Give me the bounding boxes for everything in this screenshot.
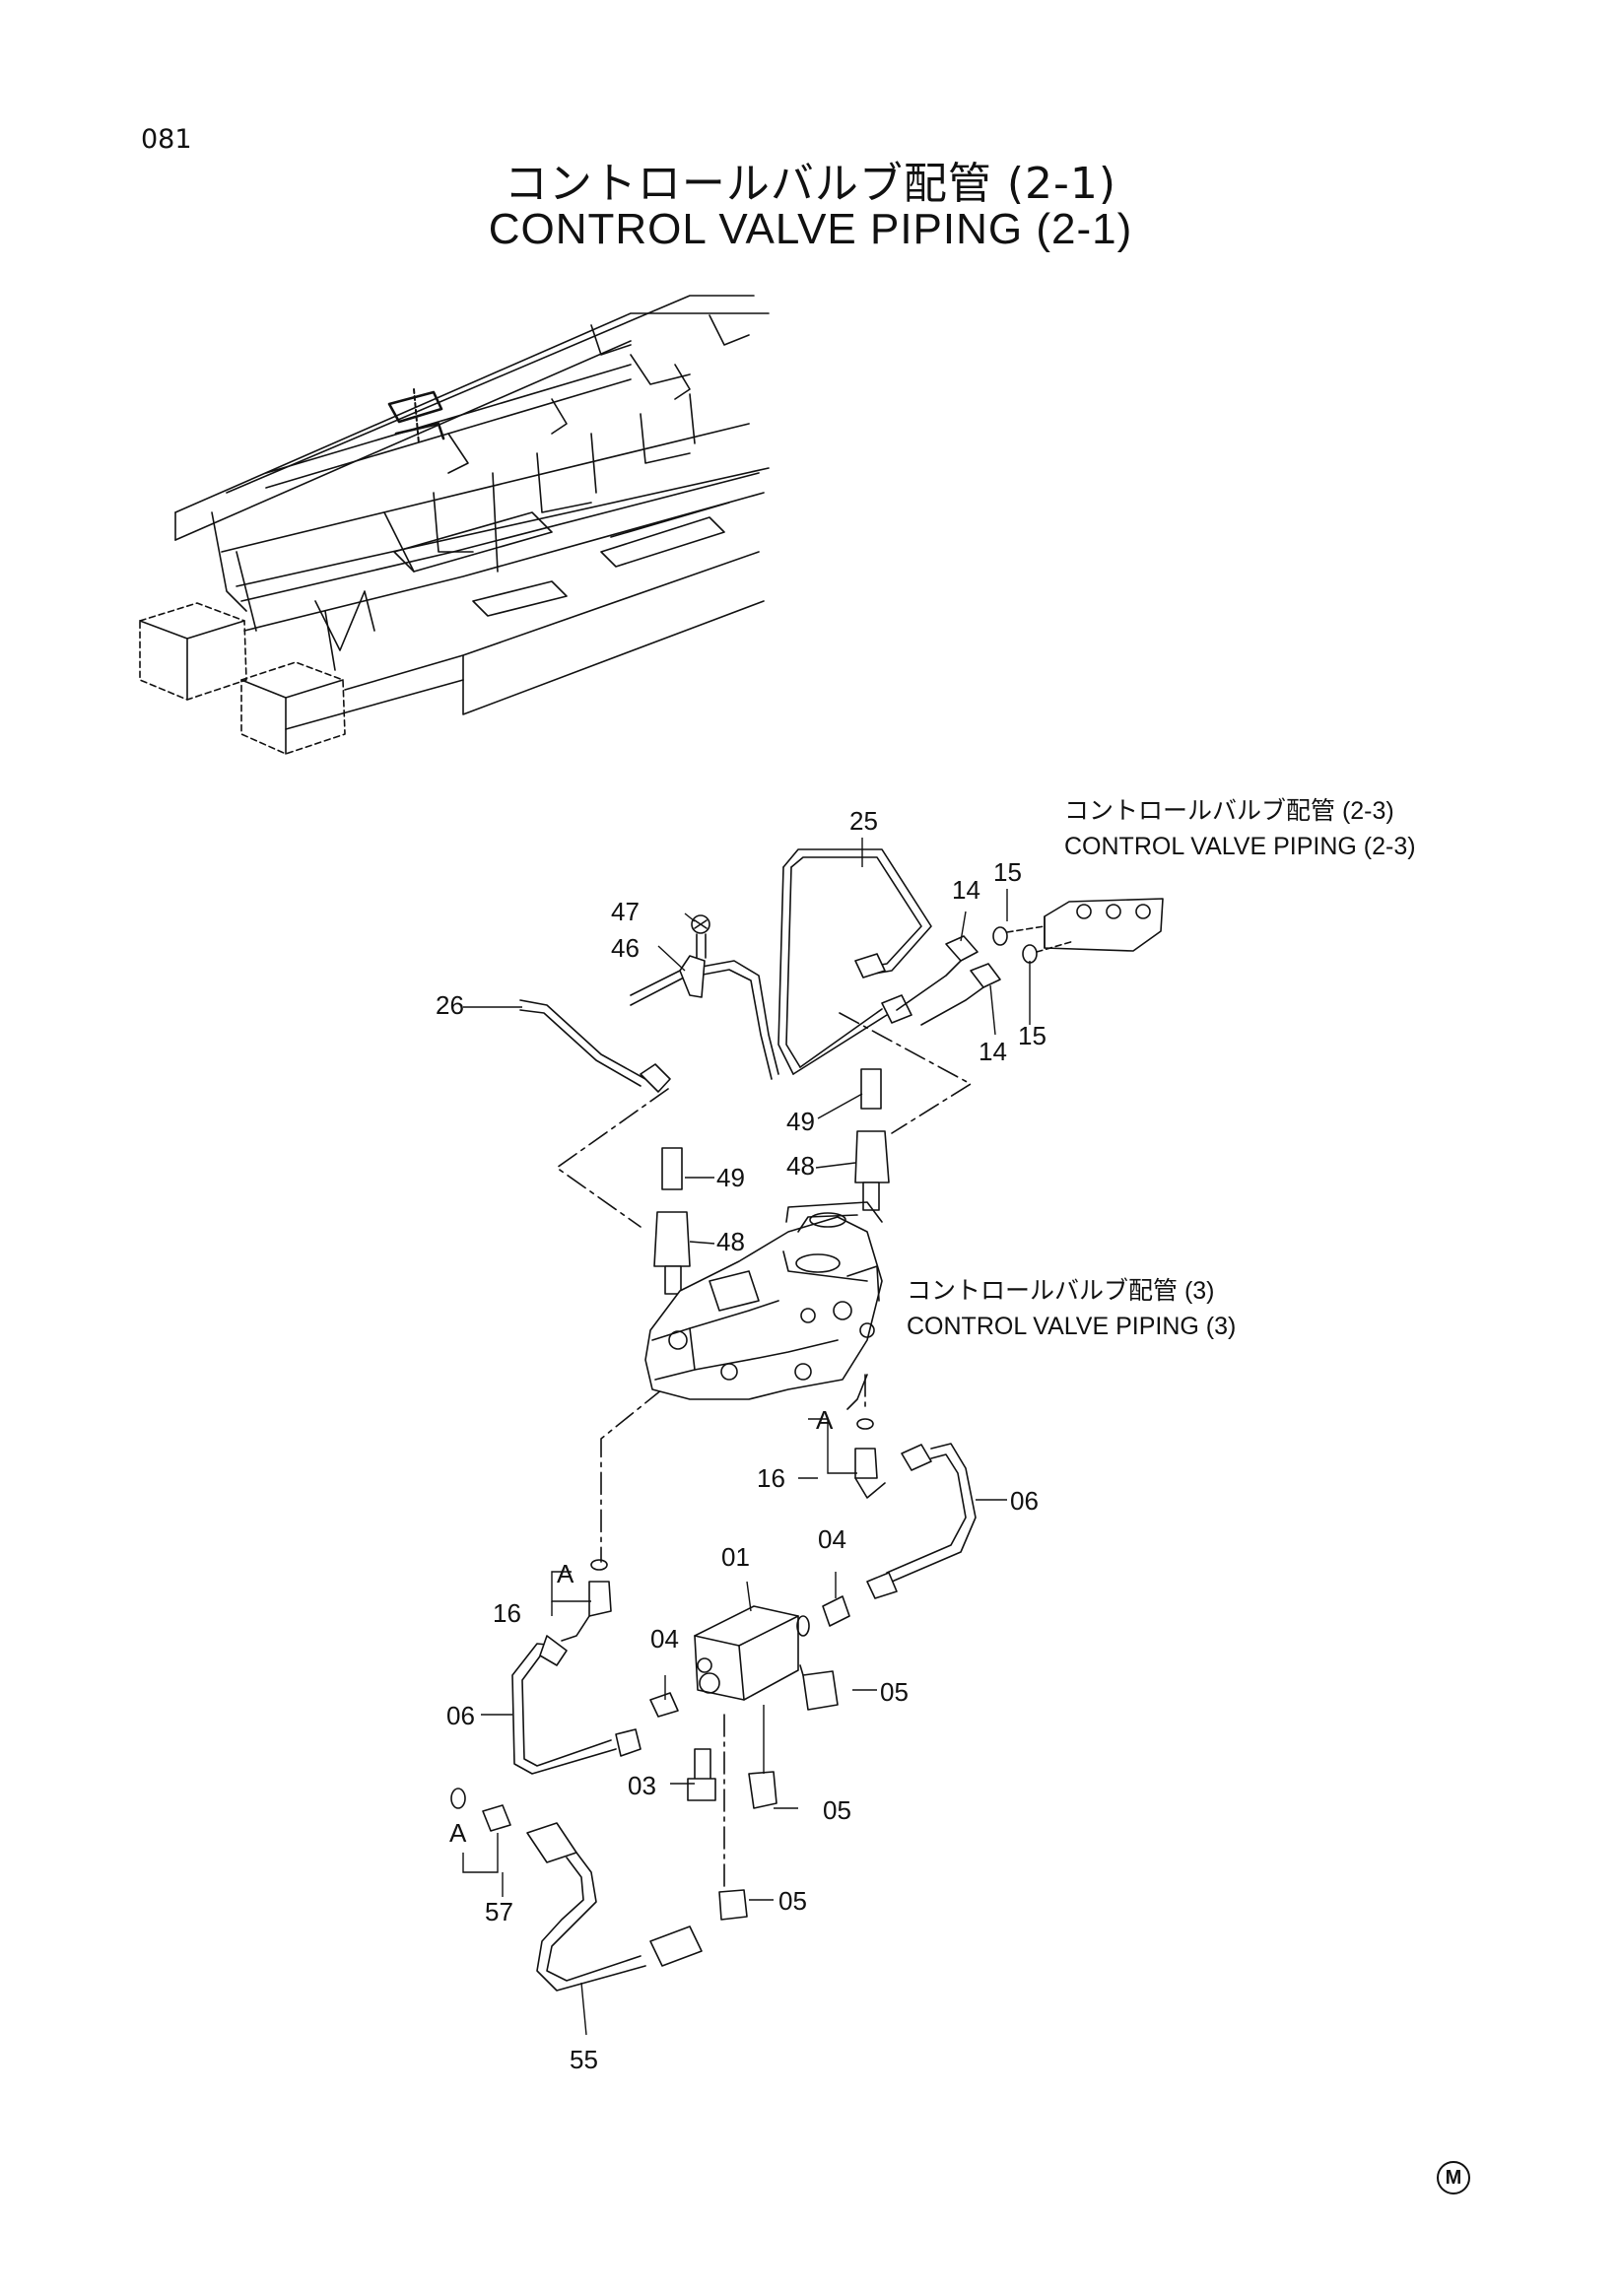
control-valve-body	[644, 1201, 883, 1410]
part-label-15: 15	[1018, 1021, 1047, 1050]
part-label-05: 05	[823, 1795, 851, 1825]
fittings-14-15	[896, 898, 1164, 1026]
reference-2-3-jp: コントロールバルブ配管 (2-3)	[1064, 797, 1394, 825]
hose-55	[526, 1822, 703, 1992]
pipe-25-nut	[854, 953, 912, 1024]
part-label-05: 05	[880, 1677, 909, 1707]
page-number: 081	[141, 124, 192, 155]
reference-3-en: CONTROL VALVE PIPING (3)	[907, 1313, 1237, 1340]
leader-lines	[462, 838, 1031, 2036]
part-label-a: A	[557, 1559, 574, 1588]
pipe-26	[519, 960, 779, 1093]
fittings-48-49-right	[854, 1068, 890, 1211]
pipe-25	[777, 848, 932, 1075]
part-label-55: 55	[570, 2045, 598, 2074]
part-label-03: 03	[628, 1771, 656, 1800]
reference-2-3-en: CONTROL VALVE PIPING (2-3)	[1064, 833, 1416, 860]
part-label-25: 25	[849, 806, 878, 836]
part-label-48: 48	[786, 1151, 815, 1181]
part-label-06: 06	[1010, 1486, 1039, 1516]
part-label-a: A	[816, 1405, 834, 1435]
part-label-04: 04	[650, 1624, 679, 1654]
elbow-16-left	[561, 1559, 612, 1642]
part-label-16: 16	[757, 1463, 785, 1493]
part-label-49: 49	[716, 1163, 745, 1192]
part-label-49: 49	[786, 1107, 815, 1136]
title-japanese: コントロールバルブ配管 (2-1)	[504, 159, 1117, 209]
title-english: CONTROL VALVE PIPING (2-1)	[488, 205, 1133, 253]
clamp-46	[679, 914, 710, 998]
part-label-46: 46	[611, 933, 640, 963]
part-label-06: 06	[446, 1701, 475, 1730]
part-label-16: 16	[493, 1598, 521, 1628]
fittings-48-49-left	[653, 1147, 691, 1295]
part-label-05: 05	[778, 1886, 807, 1916]
valve-01	[694, 1605, 810, 1701]
fittings-04	[649, 1595, 850, 1718]
part-label-48: 48	[716, 1227, 745, 1256]
reference-2-3: コントロールバルブ配管 (2-3) CONTROL VALVE PIPING (…	[1064, 793, 1416, 864]
pipe-06-left	[511, 1635, 642, 1775]
reference-3: コントロールバルブ配管 (3) CONTROL VALVE PIPING (3)	[907, 1273, 1236, 1344]
part-label-14: 14	[979, 1037, 1007, 1066]
part-label-15: 15	[993, 857, 1022, 887]
corner-mark: M	[1437, 2161, 1470, 2195]
part-label-a: A	[449, 1818, 467, 1848]
machine-frame-overview	[139, 295, 770, 755]
connector-lines	[556, 1012, 972, 1908]
part-label-57: 57	[485, 1897, 513, 1926]
part-label-04: 04	[818, 1524, 846, 1554]
part-label-47: 47	[611, 897, 640, 926]
reference-3-jp: コントロールバルブ配管 (3)	[907, 1277, 1215, 1305]
fittings-05	[718, 1670, 839, 1921]
part-label-01: 01	[721, 1542, 750, 1572]
part-label-26: 26	[436, 990, 464, 1020]
pipe-06-right	[866, 1443, 977, 1599]
part-label-14: 14	[952, 875, 980, 905]
elbow-16-right	[854, 1418, 886, 1499]
fitting-57	[450, 1788, 511, 1832]
bolt-03	[687, 1748, 716, 1801]
